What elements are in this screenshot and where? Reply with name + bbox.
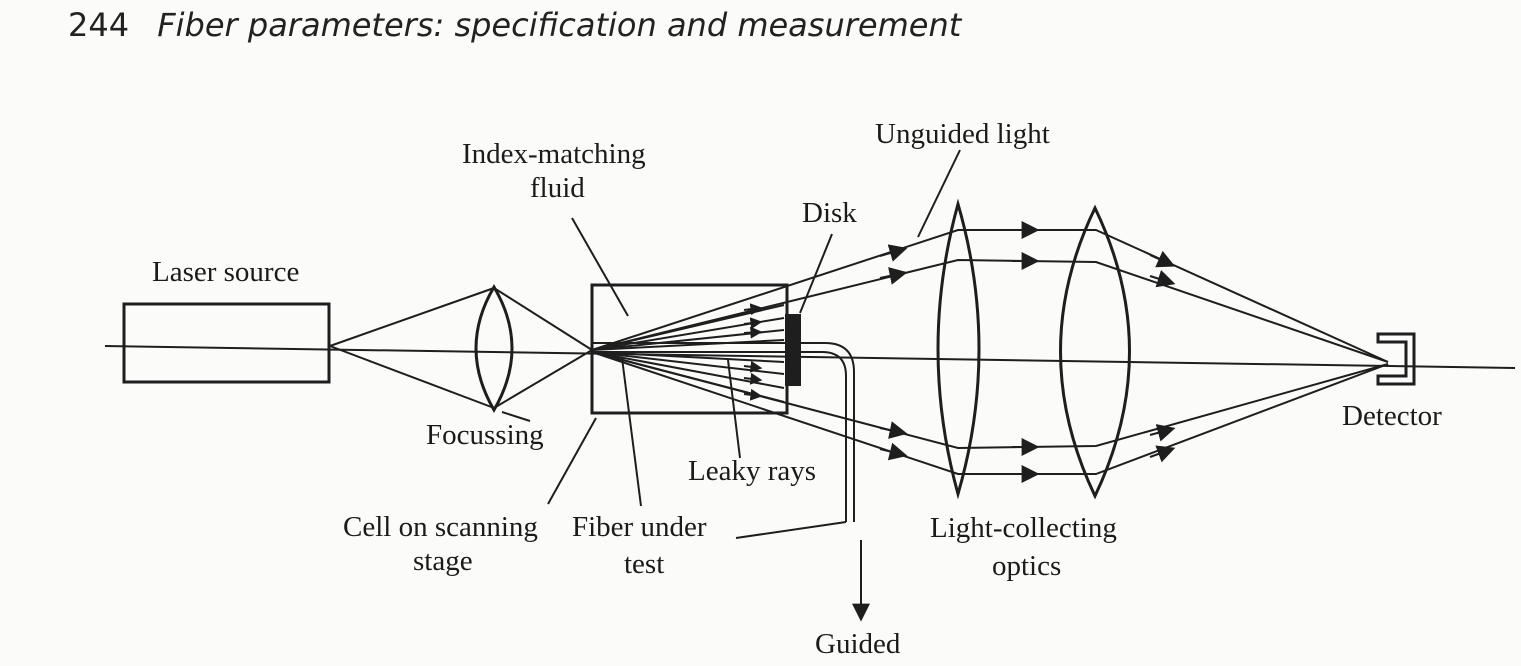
label-disk: Disk bbox=[802, 197, 857, 229]
detector bbox=[1376, 332, 1416, 386]
label-fiber-2: test bbox=[624, 548, 664, 580]
label-cell-2: stage bbox=[413, 545, 473, 577]
label-index-matching-1: Index-matching bbox=[462, 138, 646, 170]
label-detector: Detector bbox=[1342, 400, 1442, 432]
label-light-collecting-2: optics bbox=[992, 550, 1061, 582]
leader-lines bbox=[501, 149, 961, 539]
label-index-matching-2: fluid bbox=[530, 172, 585, 204]
label-focussing: Focussing bbox=[426, 419, 544, 451]
label-fiber-1: Fiber under bbox=[572, 511, 707, 543]
label-laser-source: Laser source bbox=[152, 256, 299, 288]
laser-source-box bbox=[122, 302, 331, 384]
label-unguided-light: Unguided light bbox=[875, 118, 1050, 150]
page-number: 244 bbox=[68, 6, 130, 44]
unguided-rays bbox=[591, 221, 1389, 483]
disk bbox=[785, 314, 801, 386]
page-title: Fiber parameters: specification and meas… bbox=[157, 6, 962, 44]
page-header: 244 Fiber parameters: specification and … bbox=[68, 6, 961, 44]
label-guided: Guided bbox=[815, 628, 901, 660]
label-leaky-rays: Leaky rays bbox=[688, 455, 816, 487]
collecting-lens-1 bbox=[936, 198, 981, 500]
fiber-under-test bbox=[592, 342, 855, 522]
optical-axis bbox=[104, 345, 1516, 369]
collecting-lens-2 bbox=[1059, 204, 1131, 500]
label-light-collecting-1: Light-collecting bbox=[930, 512, 1117, 544]
focusing-rays bbox=[329, 287, 593, 409]
label-cell-1: Cell on scanning bbox=[343, 511, 538, 543]
focusing-lens bbox=[474, 284, 514, 413]
